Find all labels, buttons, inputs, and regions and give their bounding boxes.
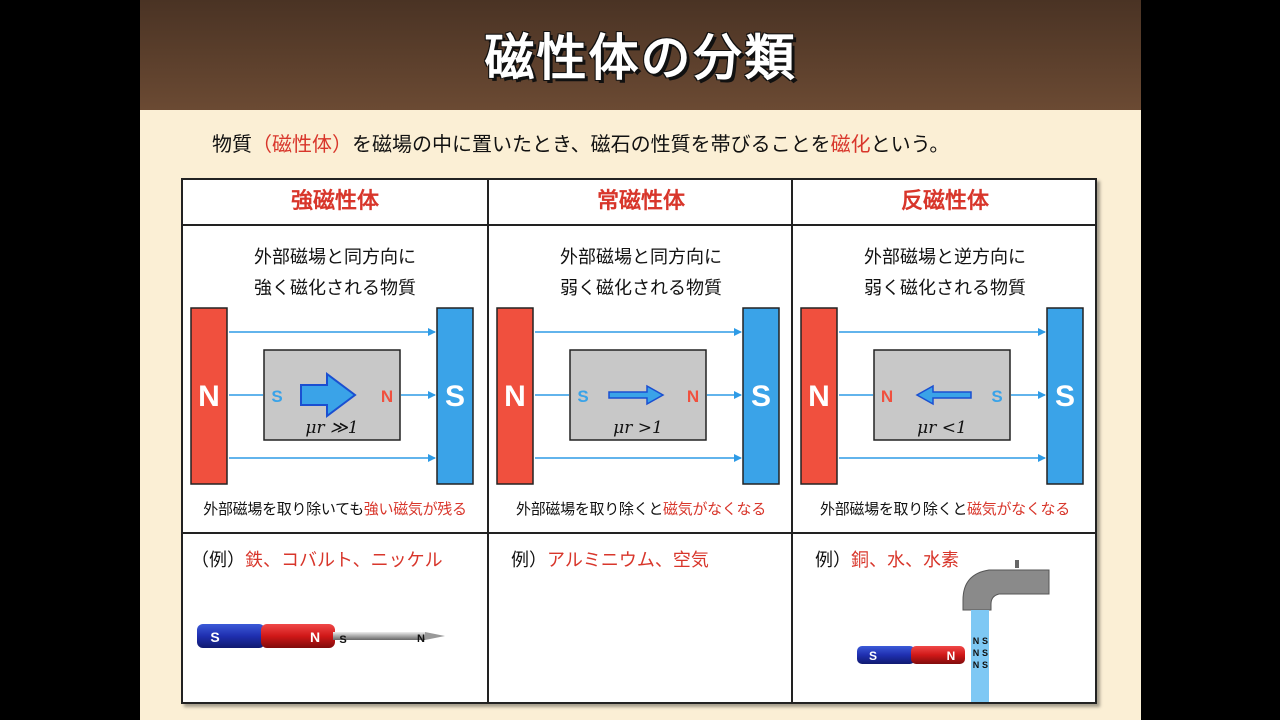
description-line-1: 外部磁場と同方向に xyxy=(560,247,722,268)
permeability-label: μr >1 xyxy=(613,418,663,438)
intro-sentence: 物質（磁性体）を磁場の中に置いたとき、磁石の性質を帯びることを磁化という。 xyxy=(212,128,1112,157)
example-materials: 銅、水、水素 xyxy=(851,550,959,571)
water-stream xyxy=(971,610,989,670)
row-separator xyxy=(793,532,1097,534)
description-line-2: 弱く磁化される物質 xyxy=(560,278,722,299)
magnet-nail-illustration: S N S N xyxy=(197,624,445,648)
note-highlight: 磁気がなくなる xyxy=(967,500,1070,518)
reverse-magnetization-arrow xyxy=(915,384,972,406)
note-highlight: 強い磁気が残る xyxy=(363,500,467,518)
description-line-2: 強く磁化される物質 xyxy=(254,278,416,299)
sample-left-pole: S xyxy=(577,387,588,406)
north-magnet-label: N xyxy=(504,380,526,413)
column-heading: 強磁性体 xyxy=(183,180,487,226)
magnet-s-label: S xyxy=(869,649,877,663)
intro-part2: を磁場の中に置いたとき、磁石の性質を帯びることを xyxy=(352,132,831,156)
example-line: 例）アルミニウム、空気 xyxy=(511,546,709,572)
magnetization-diagram: N S S N μr ≫1 xyxy=(190,307,474,485)
water-pole-label: N xyxy=(973,648,980,658)
note-plain: 外部磁場を取り除いても xyxy=(203,500,364,518)
example-label: 例） xyxy=(511,550,547,571)
south-magnet xyxy=(436,307,474,485)
title-bar: 磁性体の分類 xyxy=(140,0,1141,110)
column-description: 外部磁場と逆方向に 弱く磁化される物質 xyxy=(793,242,1097,304)
magnetization-diagram: N S N S μr <1 xyxy=(800,307,1084,485)
south-magnet xyxy=(742,307,780,485)
bar-magnet-north xyxy=(911,646,965,664)
bar-magnet-south xyxy=(857,646,915,664)
water-pole-label: S xyxy=(982,636,988,646)
permeability-label: μr <1 xyxy=(917,418,967,438)
faucet-spout xyxy=(962,569,1050,611)
south-magnet-label: S xyxy=(1055,380,1075,413)
row-separator xyxy=(489,532,793,534)
magnet-n-label: N xyxy=(310,629,320,645)
nail-s-label: S xyxy=(339,634,346,646)
north-magnet-label: N xyxy=(808,380,830,413)
south-magnet-label: S xyxy=(751,380,771,413)
example-label: （例） xyxy=(191,550,245,571)
example-line: 例）銅、水、水素 xyxy=(815,546,959,572)
permeability-label: μr ≫1 xyxy=(305,418,358,438)
sample-left-pole: S xyxy=(271,387,282,406)
removal-note: 外部磁場を取り除いても強い磁気が残る xyxy=(183,498,487,519)
north-magnet-label: N xyxy=(198,380,220,413)
note-highlight: 磁気がなくなる xyxy=(663,500,766,518)
sample-right-pole: N xyxy=(687,387,699,406)
example-label: 例） xyxy=(815,550,851,571)
slide: 磁性体の分類 物質（磁性体）を磁場の中に置いたとき、磁石の性質を帯びることを磁化… xyxy=(140,0,1141,720)
bar-magnet-south xyxy=(197,624,265,648)
intro-part1: 物質 xyxy=(212,132,252,156)
magnet-n-label: N xyxy=(947,649,956,663)
intro-highlight-magnetization: 磁化 xyxy=(830,132,871,156)
column-ferromagnetic: 強磁性体 外部磁場と同方向に 強く磁化される物質 N S xyxy=(183,180,487,702)
nail-tip xyxy=(425,632,445,640)
magnetization-diagram: N S S N μr >1 xyxy=(496,307,780,485)
nail-n-label: N xyxy=(417,633,425,645)
row-separator xyxy=(183,532,487,534)
slide-title: 磁性体の分類 xyxy=(484,29,797,87)
south-magnet-label: S xyxy=(445,380,465,413)
intro-part3: という。 xyxy=(870,132,950,156)
north-magnet xyxy=(496,307,534,485)
weak-magnetization-arrow xyxy=(608,384,665,406)
water-pole-label: S xyxy=(982,660,988,670)
note-plain: 外部磁場を取り除くと xyxy=(516,500,664,518)
column-heading: 常磁性体 xyxy=(489,180,793,226)
removal-note: 外部磁場を取り除くと磁気がなくなる xyxy=(793,498,1097,519)
example-materials: 鉄、コバルト、ニッケル xyxy=(245,550,443,571)
intro-highlight-magnetic-body: （磁性体） xyxy=(252,132,352,156)
water-stream-lower xyxy=(971,670,989,702)
description-line-1: 外部磁場と同方向に xyxy=(254,247,416,268)
column-heading: 反磁性体 xyxy=(793,180,1097,226)
column-paramagnetic: 常磁性体 外部磁場と同方向に 弱く磁化される物質 N S xyxy=(487,180,793,702)
water-pole-label: S xyxy=(982,648,988,658)
strong-magnetization-arrow xyxy=(300,372,357,418)
column-description: 外部磁場と同方向に 弱く磁化される物質 xyxy=(489,242,793,304)
note-plain: 外部磁場を取り除くと xyxy=(820,500,968,518)
description-line-2: 弱く磁化される物質 xyxy=(864,278,1026,299)
north-magnet xyxy=(800,307,838,485)
bar-magnet-north xyxy=(261,624,335,648)
column-diamagnetic: 反磁性体 外部磁場と逆方向に 弱く磁化される物質 N S xyxy=(791,180,1097,702)
iron-nail xyxy=(333,632,425,640)
magnet-s-label: S xyxy=(210,629,219,645)
column-description: 外部磁場と同方向に 強く磁化される物質 xyxy=(183,242,487,304)
water-pole-label: N xyxy=(973,636,980,646)
south-magnet xyxy=(1046,307,1084,485)
sample-right-pole: N xyxy=(381,387,393,406)
north-magnet xyxy=(190,307,228,485)
example-line: （例）鉄、コバルト、ニッケル xyxy=(191,546,443,572)
example-materials: アルミニウム、空気 xyxy=(547,550,709,571)
description-line-1: 外部磁場と逆方向に xyxy=(864,247,1026,268)
classification-table: 強磁性体 外部磁場と同方向に 強く磁化される物質 N S xyxy=(181,178,1097,704)
faucet-water-illustration: S N N S N S N S xyxy=(857,560,1050,702)
water-pole-label: N xyxy=(973,660,980,670)
sample-right-pole: S xyxy=(991,387,1002,406)
faucet-handle-stem xyxy=(1015,560,1019,568)
sample-left-pole: N xyxy=(881,387,893,406)
removal-note: 外部磁場を取り除くと磁気がなくなる xyxy=(489,498,793,519)
